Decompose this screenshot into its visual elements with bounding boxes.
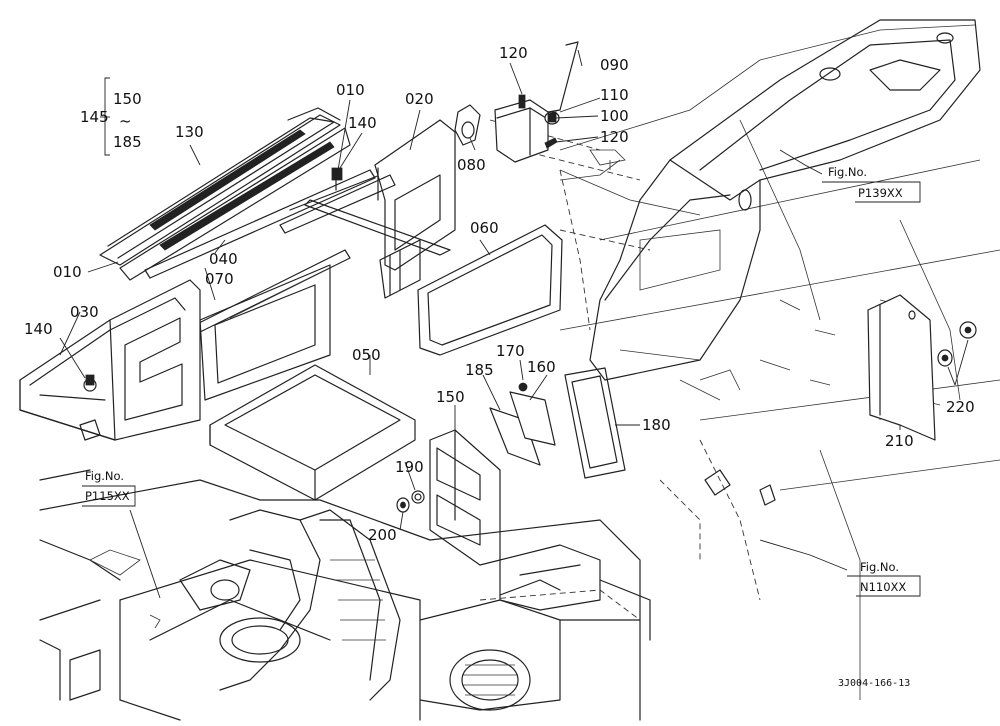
label-030: 030: [70, 303, 99, 321]
label-150-range: 150: [113, 90, 142, 108]
label-210: 210: [885, 432, 914, 450]
label-120-bottom: 120: [600, 128, 629, 146]
label-145: 145: [80, 108, 109, 126]
fig-ref-p115-title: Fig.No.: [85, 469, 124, 483]
label-180: 180: [642, 416, 671, 434]
part-050-tray: [209, 364, 416, 501]
part-200-nut: [396, 497, 410, 513]
fig-ref-n110: Fig.No. N110XX: [847, 560, 921, 597]
part-190-grommet: [411, 490, 425, 504]
label-130: 130: [175, 123, 204, 141]
boom-arm: [589, 19, 981, 381]
label-110: 110: [600, 86, 629, 104]
label-220: 220: [946, 398, 975, 416]
part-180-gasket: [564, 367, 626, 479]
fig-ref-p139-code: P139XX: [858, 186, 903, 200]
part-160-plate: [509, 391, 556, 446]
label-010-left: 010: [53, 263, 82, 281]
lower-assembly: [39, 469, 776, 721]
label-tilde: ~: [119, 112, 132, 130]
drawing-code: 3J004-166-13: [838, 678, 910, 689]
label-150: 150: [436, 388, 465, 406]
label-185: 185: [465, 361, 494, 379]
label-050: 050: [352, 346, 381, 364]
label-100: 100: [600, 107, 629, 125]
label-060: 060: [470, 219, 499, 237]
part-220-nut-a: [959, 321, 977, 339]
fig-ref-p139-title: Fig.No.: [828, 165, 867, 179]
label-070: 070: [205, 270, 234, 288]
label-140-top: 140: [348, 114, 377, 132]
part-030-housing: [19, 279, 201, 441]
part-090-rod: [547, 41, 579, 113]
label-040: 040: [209, 250, 238, 268]
fig-ref-n110-code: N110XX: [860, 580, 906, 594]
label-170: 170: [496, 342, 525, 360]
label-120-top: 120: [499, 44, 528, 62]
label-185-range: 185: [113, 133, 142, 151]
chassis-outline: [479, 24, 1000, 720]
part-labels: 145 150 ~ 185 130 010 140 020 120 090 11…: [24, 44, 975, 544]
screw-120-top: [518, 94, 526, 109]
label-190: 190: [395, 458, 424, 476]
fig-ref-p115: Fig.No. P115XX: [82, 469, 136, 507]
part-080-fitting: [454, 104, 481, 146]
part-020-cover: [279, 119, 456, 299]
part-150-duct: [429, 429, 501, 566]
part-100-actuator: [494, 99, 560, 163]
label-160: 160: [527, 358, 556, 376]
part-060-gasket: [417, 224, 563, 356]
label-090: 090: [600, 56, 629, 74]
part-170-screw: [518, 382, 528, 392]
label-140-left: 140: [24, 320, 53, 338]
part-220-nut-b: [937, 349, 953, 367]
part-130-filter-element: [99, 107, 351, 281]
leader-lines: [59, 49, 969, 599]
part-210-bracket: [867, 294, 936, 441]
label-020: 020: [405, 90, 434, 108]
fig-ref-p139: Fig.No. P139XX: [822, 165, 921, 203]
fig-ref-p115-code: P115XX: [85, 489, 130, 503]
part-185-plate: [489, 407, 541, 466]
fig-ref-n110-title: Fig.No.: [860, 560, 899, 574]
label-080: 080: [457, 156, 486, 174]
screw-010-top: [331, 167, 343, 191]
label-200: 200: [368, 526, 397, 544]
label-010-top: 010: [336, 81, 365, 99]
